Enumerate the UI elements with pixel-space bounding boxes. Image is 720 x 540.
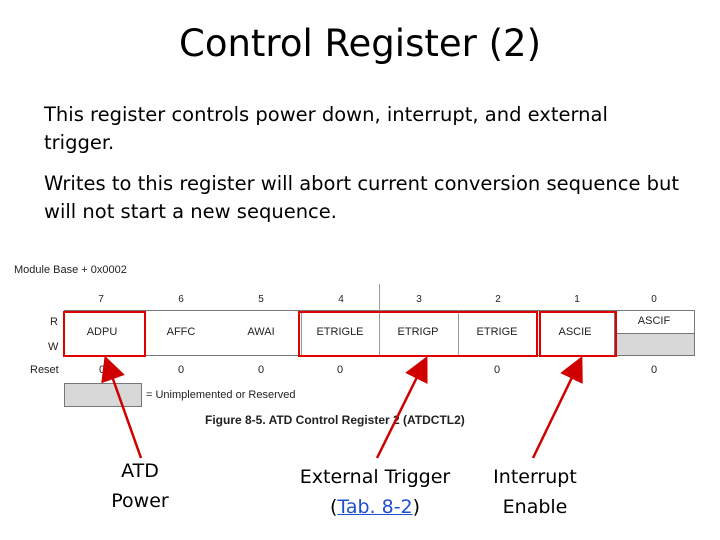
paren-open: ( bbox=[329, 496, 338, 518]
slide-title: Control Register (2) bbox=[178, 22, 541, 65]
unimplemented-legend-swatch bbox=[64, 383, 142, 407]
module-base-label: Module Base + 0x0002 bbox=[14, 264, 127, 276]
bullet-text-1: This register controls power down, inter… bbox=[44, 103, 608, 154]
row-label-reset: Reset bbox=[30, 364, 59, 376]
register-divider bbox=[301, 310, 302, 356]
paren-close: ) bbox=[412, 496, 421, 518]
ascif-unimplemented-cell bbox=[615, 333, 695, 356]
callout-interrupt-enable: Interrupt Enable bbox=[470, 462, 600, 522]
bit-number: 2 bbox=[495, 294, 501, 305]
bullet-text-2: Writes to this register will abort curre… bbox=[44, 172, 680, 223]
bit-name: ETRIGLE bbox=[316, 326, 364, 338]
bit-name: ADPU bbox=[86, 326, 118, 338]
bit-number: 1 bbox=[574, 294, 580, 305]
reset-value: 0 bbox=[257, 364, 265, 376]
figure-caption: Figure 8-5. ATD Control Register 2 (ATDC… bbox=[205, 413, 465, 427]
table-link[interactable]: Tab. 8-2 bbox=[337, 496, 413, 518]
bit-number: 7 bbox=[98, 294, 104, 305]
callout-line: Interrupt bbox=[493, 466, 577, 488]
reset-value: 0 bbox=[336, 364, 344, 376]
bit-number: 3 bbox=[416, 294, 422, 305]
callout-line: Enable bbox=[502, 496, 568, 518]
highlight-box-etrig bbox=[298, 311, 538, 357]
bit-name: ETRIGP bbox=[397, 326, 439, 338]
bit-name: AFFC bbox=[166, 326, 196, 338]
register-divider bbox=[379, 284, 380, 356]
callout-line: (Tab. 8-2) bbox=[280, 492, 470, 522]
bit-number: 6 bbox=[178, 294, 184, 305]
callout-external-trigger: External Trigger (Tab. 8-2) bbox=[280, 462, 470, 522]
reset-value: 0 bbox=[493, 364, 501, 376]
bit-name: ASCIF bbox=[637, 315, 671, 327]
arrow-etrig bbox=[375, 356, 428, 459]
arrow-ascie bbox=[531, 355, 583, 459]
bit-name: ASCIE bbox=[558, 326, 592, 338]
legend-text: = Unimplemented or Reserved bbox=[146, 389, 296, 401]
callout-line: ATD bbox=[121, 460, 159, 482]
bit-number: 0 bbox=[651, 294, 657, 305]
register-divider bbox=[458, 310, 459, 356]
reset-value: 0 bbox=[650, 364, 658, 376]
callout-atd-power: ATD Power bbox=[90, 456, 190, 516]
arrow-adpu bbox=[101, 355, 143, 459]
bit-number: 5 bbox=[258, 294, 264, 305]
reset-value: 0 bbox=[177, 364, 185, 376]
bit-name: AWAI bbox=[247, 326, 275, 338]
bit-name: ETRIGE bbox=[476, 326, 518, 338]
row-label-read: R bbox=[50, 316, 58, 328]
callout-line: External Trigger bbox=[299, 466, 451, 488]
row-label-write: W bbox=[48, 341, 59, 353]
callout-line: Power bbox=[111, 490, 169, 512]
bit-number: 4 bbox=[338, 294, 344, 305]
